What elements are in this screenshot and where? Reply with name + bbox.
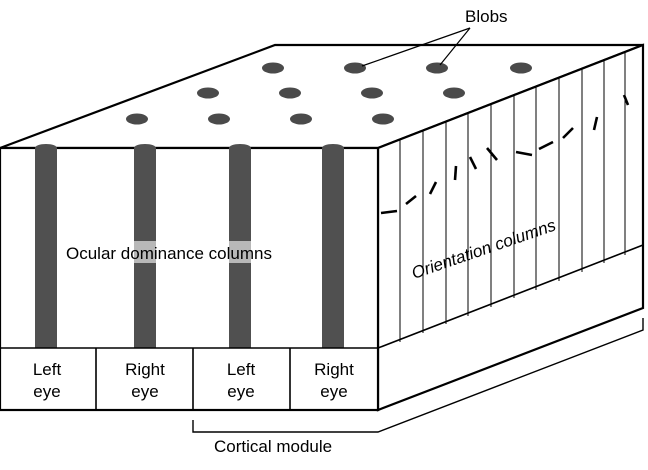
blobs-leader-line (361, 27, 471, 67)
blobs-leader-line (439, 27, 471, 66)
blob (197, 87, 219, 99)
blob (361, 87, 383, 99)
ocular-highlights (134, 241, 251, 263)
orientation-column-lines (399, 52, 626, 342)
column-top (35, 144, 57, 152)
blob (372, 113, 394, 125)
blob (262, 62, 284, 74)
eye-label-line1: Right (314, 360, 354, 379)
column-top (229, 144, 251, 152)
ocular-dominance-label: Ocular dominance columns (66, 244, 272, 263)
blob (510, 62, 532, 74)
cortical-module-label: Cortical module (214, 437, 332, 456)
front-face (0, 146, 380, 412)
blob (290, 113, 312, 125)
blob (208, 113, 230, 125)
eye-label-line1: Left (227, 360, 256, 379)
eye-label-line1: Right (125, 360, 165, 379)
cortical-module-bracket (192, 318, 644, 433)
eye-label-line1: Left (33, 360, 62, 379)
right-face-layer-line (377, 244, 644, 349)
column-bar (322, 148, 344, 348)
blob (126, 113, 148, 125)
column-tops (35, 144, 344, 152)
column-bar (35, 148, 57, 348)
eye-label-line2: eye (227, 382, 254, 401)
eye-labels: Left eye Right eye Left eye Right eye (33, 360, 354, 401)
eye-label-line2: eye (33, 382, 60, 401)
blobs-label: Blobs (465, 7, 508, 26)
eye-label-line2: eye (131, 382, 158, 401)
column-top (322, 144, 344, 152)
blob (443, 87, 465, 99)
blob (426, 62, 448, 74)
eye-label-line2: eye (320, 382, 347, 401)
blobs (126, 62, 532, 125)
blob (344, 62, 366, 74)
blob (279, 87, 301, 99)
column-top (134, 144, 156, 152)
orientation-dashes (380, 94, 630, 215)
